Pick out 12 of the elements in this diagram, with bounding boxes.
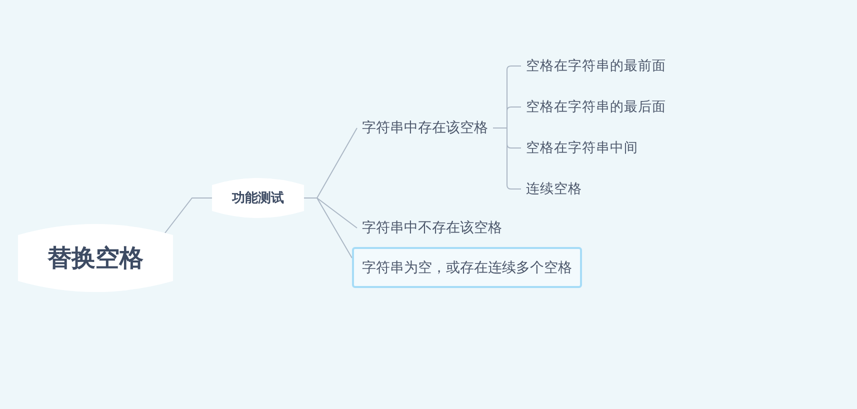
subtopic-label: 字符串中不存在该空格	[357, 219, 507, 237]
selected-subtopic: 字符串为空，或存在连续多个空格	[352, 247, 582, 288]
subtopic-label: 字符串中存在该空格	[357, 119, 493, 137]
connector-line	[304, 198, 352, 258]
connector-line	[164, 198, 212, 234]
central-topic: 替换空格	[18, 224, 173, 292]
detail-label: 空格在字符串的最后面	[521, 98, 671, 116]
connector-line	[492, 128, 522, 190]
detail-label: 空格在字符串的最前面	[521, 57, 671, 75]
main-topic: 功能测试	[212, 178, 304, 218]
detail-label: 空格在字符串中间	[521, 139, 643, 157]
detail-label: 连续空格	[521, 180, 587, 198]
